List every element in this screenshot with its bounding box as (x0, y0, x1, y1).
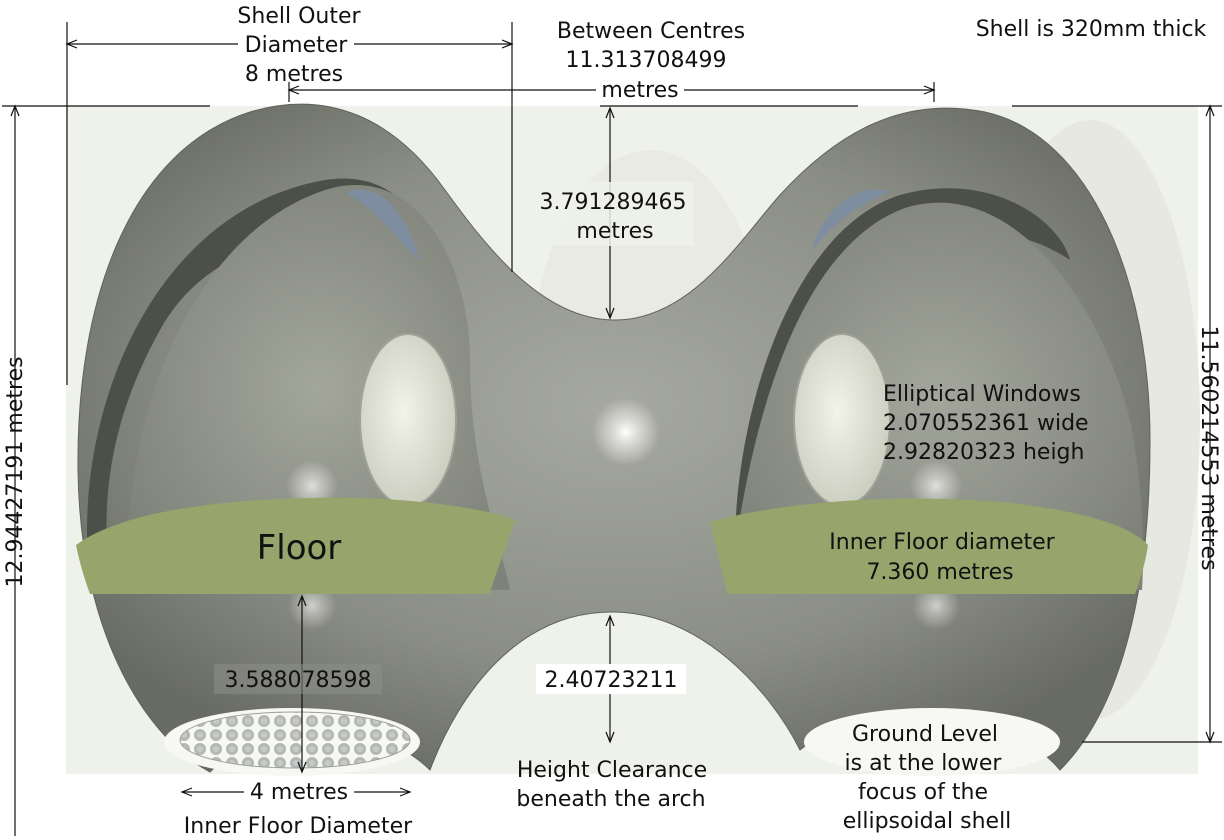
inner-floor-label: 7.360 metres (866, 560, 1013, 585)
left-sky-opening (345, 189, 420, 262)
right-base-opening (804, 708, 1060, 776)
side-height-label: 11.560214553 metres (1196, 325, 1221, 570)
shell-outer-label: Diameter (245, 33, 349, 58)
base-width-label: 4 metres (250, 780, 348, 805)
clearance-value-label: 2.40723211 (545, 668, 678, 693)
label-backer (238, 30, 354, 58)
right-elliptical-window (793, 333, 891, 507)
right-rim-shadow (734, 188, 1070, 570)
windows-label: 2.070552361 wide (883, 411, 1089, 436)
label-backer (214, 664, 382, 694)
right-sky-opening (812, 189, 890, 250)
arrowhead (605, 731, 615, 744)
arrowhead (605, 614, 615, 627)
arrowhead (399, 787, 412, 797)
label-backer (530, 182, 694, 246)
shell-thickness-label: Shell is 320mm thick (976, 17, 1207, 42)
between-centres-label: 11.313708499 (566, 48, 727, 73)
arrowhead (180, 787, 193, 797)
arrowhead (297, 761, 307, 774)
left-floor (76, 497, 515, 594)
ground-level-label: focus of the (858, 780, 988, 805)
arrowhead (605, 307, 615, 320)
base-caption: Inner Floor Diameter (184, 814, 413, 839)
ground-level-label: ellipsoidal shell (843, 809, 1012, 834)
label-backer (536, 664, 686, 694)
ground-level-label: Ground Level (852, 722, 998, 747)
arch-depth-label: metres (576, 219, 653, 244)
arch-depth-label: 3.791289465 (540, 190, 687, 215)
inner-floor-label: Inner Floor diameter (829, 530, 1055, 555)
arrowhead (10, 104, 20, 117)
between-centres-label: metres (601, 78, 678, 103)
light-glow (592, 398, 660, 466)
left-base-floor-tiles (179, 711, 411, 769)
left-elliptical-window (359, 333, 457, 507)
clearance-caption: Height Clearance (517, 758, 707, 783)
arrowhead (297, 594, 307, 607)
shell-outer-label: Shell Outer (237, 4, 361, 29)
right-floor (710, 498, 1148, 594)
floor-height-label: 3.588078598 (225, 668, 372, 693)
floor-label: Floor (257, 528, 342, 568)
arrowhead (605, 106, 615, 119)
shell-outer-label: 8 metres (245, 62, 343, 87)
total-height-label: 12.94427191 metres (3, 356, 28, 587)
windows-label: 2.92820323 heigh (883, 440, 1084, 465)
arrowhead (1205, 104, 1215, 117)
between-centres-label: Between Centres (557, 19, 745, 44)
label-backer (596, 76, 684, 104)
ground-level-label: is at the lower (845, 751, 1003, 776)
clearance-caption: beneath the arch (516, 787, 705, 812)
label-backer (244, 778, 354, 806)
windows-label: Elliptical Windows (883, 382, 1081, 407)
left-rim-shadow (86, 178, 434, 580)
